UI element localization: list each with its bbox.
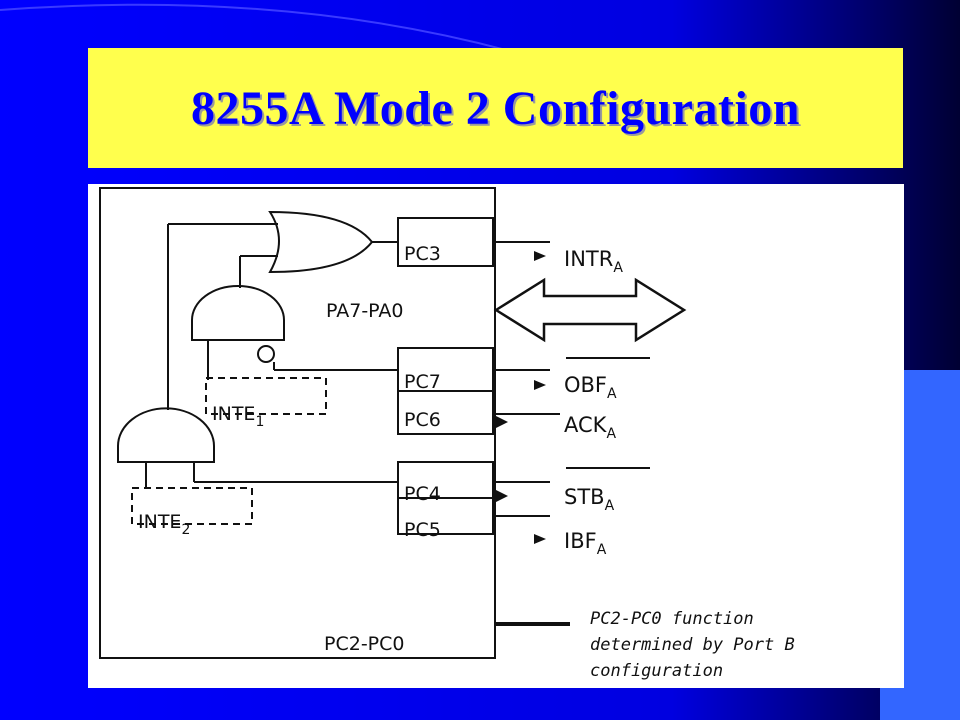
pin-label-pc3: PC3 — [404, 243, 441, 265]
ibf-arrow — [534, 534, 546, 544]
pa-bus-arrow — [493, 277, 687, 343]
pin-label-pc6: PC6 — [404, 409, 441, 431]
and-gate-lower — [117, 407, 215, 463]
and-gate-upper — [191, 285, 285, 341]
pin-label-pc5: PC5 — [404, 519, 441, 541]
signal-ibf-name: IBF — [564, 529, 597, 553]
intr-arrow — [534, 251, 546, 261]
signal-obf: OBFA — [564, 373, 617, 402]
diagram-panel: PC3 PA7-PA0 PC7 PC6 PC4 PC5 PC2-PC0 INTE… — [88, 184, 904, 688]
title-banner: 8255A Mode 2 Configuration — [88, 48, 903, 168]
ack-arrow — [496, 416, 508, 428]
signal-obf-sub: A — [607, 386, 617, 402]
signal-stb: STBA — [564, 485, 615, 514]
inte2-latch — [131, 487, 253, 525]
signal-intr: INTRA — [564, 247, 623, 276]
mode2-diagram: PC3 PA7-PA0 PC7 PC6 PC4 PC5 PC2-PC0 INTE… — [99, 187, 795, 681]
inverter-bubble — [257, 345, 275, 363]
note-line-2: determined by Port B — [590, 635, 795, 655]
or-gate — [268, 210, 374, 274]
signal-stb-name: STB — [564, 485, 605, 509]
obf-arrow — [534, 380, 546, 390]
signal-stb-sub: A — [605, 498, 615, 514]
inte2-name: INTE — [138, 511, 181, 533]
signal-intr-sub: A — [613, 260, 623, 276]
signal-ack-sub: A — [606, 426, 616, 442]
inte1-name: INTE — [212, 403, 255, 425]
pin-label-pc2-pc0: PC2-PC0 — [324, 633, 404, 655]
signal-ack-name: ACK — [564, 413, 608, 437]
note-line-3: configuration — [590, 661, 723, 681]
inte1-latch — [205, 377, 327, 415]
signal-obf-name: OBF — [564, 373, 607, 397]
signal-ibf: IBFA — [564, 529, 607, 558]
inte1-label: INTE1 — [212, 403, 264, 430]
chip-outline — [99, 187, 496, 659]
signal-ack: ACKA — [564, 413, 616, 442]
inte2-label: INTE2 — [138, 511, 190, 538]
pin-label-pa-bus: PA7-PA0 — [326, 300, 404, 322]
pin-label-pc7: PC7 — [404, 371, 441, 393]
note-line-1: PC2-PC0 function — [590, 609, 754, 629]
inte1-sub: 1 — [255, 414, 264, 430]
pin-label-pc4: PC4 — [404, 483, 441, 505]
inte2-sub: 2 — [181, 522, 190, 538]
stb-arrow — [496, 490, 508, 502]
slide-title: 8255A Mode 2 Configuration — [190, 81, 800, 135]
signal-ibf-sub: A — [597, 542, 607, 558]
signal-intr-name: INTR — [564, 247, 613, 271]
